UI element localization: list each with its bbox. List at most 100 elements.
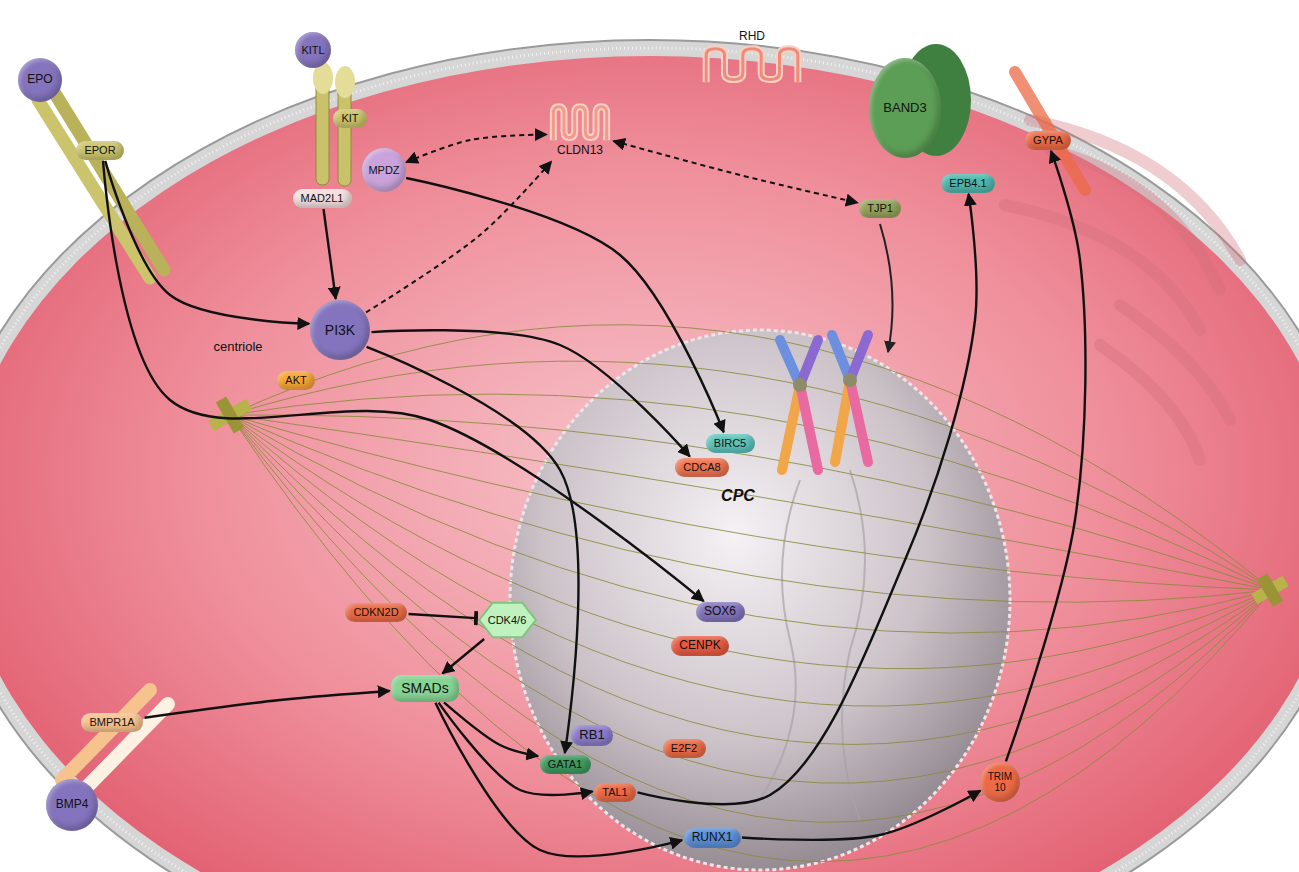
protein-name: KITL: [301, 44, 324, 57]
protein-name: BMP4: [56, 798, 89, 812]
protein-name: E2F2: [671, 742, 697, 755]
activation-arrow: [103, 161, 704, 601]
activation-arrow: [144, 691, 389, 718]
chromatin-strand: [760, 480, 800, 800]
membrane-protein: RHD: [697, 28, 807, 84]
receptor-label-box: BMPR1A: [81, 713, 143, 732]
protein-name: GATA1: [548, 758, 582, 771]
signal-arrow: [880, 224, 893, 352]
protein-circle: MPDZ: [362, 148, 406, 192]
centriole-barrel: [216, 396, 244, 433]
cell-membrane: [0, 40, 1299, 872]
chromatid: [850, 380, 868, 462]
kinase-circle: PI3K: [310, 300, 370, 360]
protein-name: EPO: [27, 73, 52, 87]
protein-name: AKT: [285, 374, 306, 387]
receptor-chain: [54, 92, 164, 270]
nucleus: [510, 330, 1010, 870]
inhibition-connector: [408, 614, 476, 618]
activation-arrow: [742, 791, 980, 840]
centriole-symbol: [1246, 567, 1293, 613]
transcription-factor: GATA1: [540, 755, 591, 774]
loop-shadow: [706, 49, 798, 82]
protein-box: MAD2L1: [293, 189, 352, 208]
protein-name: BIRC5: [714, 437, 746, 450]
membrane-protein: BAND3: [869, 58, 941, 158]
protein-name: BAND3: [883, 101, 926, 116]
membrane-protein: GYPA: [1025, 131, 1071, 150]
chromatid: [800, 340, 818, 385]
protein-name: RUNX1: [692, 831, 733, 845]
protein-name: SOX6: [704, 605, 736, 619]
protein-box: EPB4.1: [941, 174, 995, 193]
receptor-chain: [38, 100, 150, 278]
protein-name: CENPK: [679, 639, 720, 653]
transcription-factor: TAL1: [594, 783, 636, 802]
protein-box: SOX6: [696, 602, 745, 622]
receptor-label-box: EPOR: [76, 141, 124, 160]
chromosome: [780, 340, 818, 470]
protein-box: CENPK: [671, 636, 729, 656]
chromatin: [760, 470, 865, 820]
protein-name: MAD2L1: [301, 192, 344, 205]
activation-arrow: [105, 161, 309, 324]
centromere: [843, 373, 857, 387]
protein-name: RB1: [579, 728, 604, 743]
protein-box: SMADs: [391, 675, 459, 702]
chromatid: [850, 335, 868, 380]
protein-name: GYPA: [1033, 134, 1063, 147]
cytoplasm: [0, 56, 1299, 872]
activation-arrow: [439, 703, 593, 795]
activation-arrow: [1006, 151, 1086, 761]
protein-name: KIT: [341, 112, 358, 125]
protein-box: TJP1: [859, 199, 901, 218]
protein-name: CDKN2D: [353, 606, 398, 619]
kinase-hexagon: CDK4/6: [478, 602, 537, 638]
protein-name: BMPR1A: [89, 716, 134, 729]
activation-arrow: [613, 141, 857, 203]
activation-arrow: [406, 134, 546, 162]
loop-line: [706, 49, 798, 82]
activation-arrow: [367, 347, 579, 753]
chromosome: [832, 335, 868, 462]
connectors: [103, 134, 1085, 856]
activation-arrow: [435, 703, 682, 857]
loop-shadow: [553, 106, 606, 139]
ligand-circle: EPO: [18, 58, 62, 102]
protein-name: TRIM 10: [985, 771, 1015, 794]
protein-name: RHD: [739, 30, 765, 44]
membrane-texture: [0, 48, 1299, 872]
transmembrane-loops: [697, 46, 807, 84]
er-fold: [1100, 345, 1200, 460]
spindle-fibres: [230, 325, 1272, 862]
protein-box: BIRC5: [706, 434, 755, 453]
activation-arrow: [323, 209, 335, 299]
transmembrane-loops: [548, 104, 612, 142]
er-fold: [1120, 305, 1230, 420]
epor-receptor: [38, 92, 164, 278]
endoplasmic-reticulum: [1005, 120, 1240, 460]
protein-box: CDKN2D: [345, 603, 407, 622]
protein-box: CDCA8: [675, 458, 729, 477]
protein-name: EPOR: [84, 144, 115, 157]
protein-name: SMADs: [401, 680, 448, 696]
protein-name: EPB4.1: [949, 177, 986, 190]
protein-circle: TRIM 10: [980, 762, 1020, 802]
protein-box: RB1: [571, 725, 613, 746]
receptor-head: [335, 66, 355, 98]
chromatid: [782, 385, 800, 470]
transcription-factor: RUNX1: [684, 828, 741, 848]
transcription-factor: E2F2: [663, 739, 706, 758]
protein-name: TJP1: [867, 202, 893, 215]
centromere: [793, 378, 807, 392]
activation-arrow: [442, 639, 484, 674]
hexagon-shape: [479, 603, 536, 638]
loop-line: [553, 106, 606, 139]
er-fold: [1005, 205, 1200, 330]
protein-name: CDK4/6: [488, 614, 527, 627]
centriole-barrel: [1257, 573, 1283, 607]
chromatid: [832, 335, 850, 380]
part-label: centriole: [213, 339, 262, 354]
